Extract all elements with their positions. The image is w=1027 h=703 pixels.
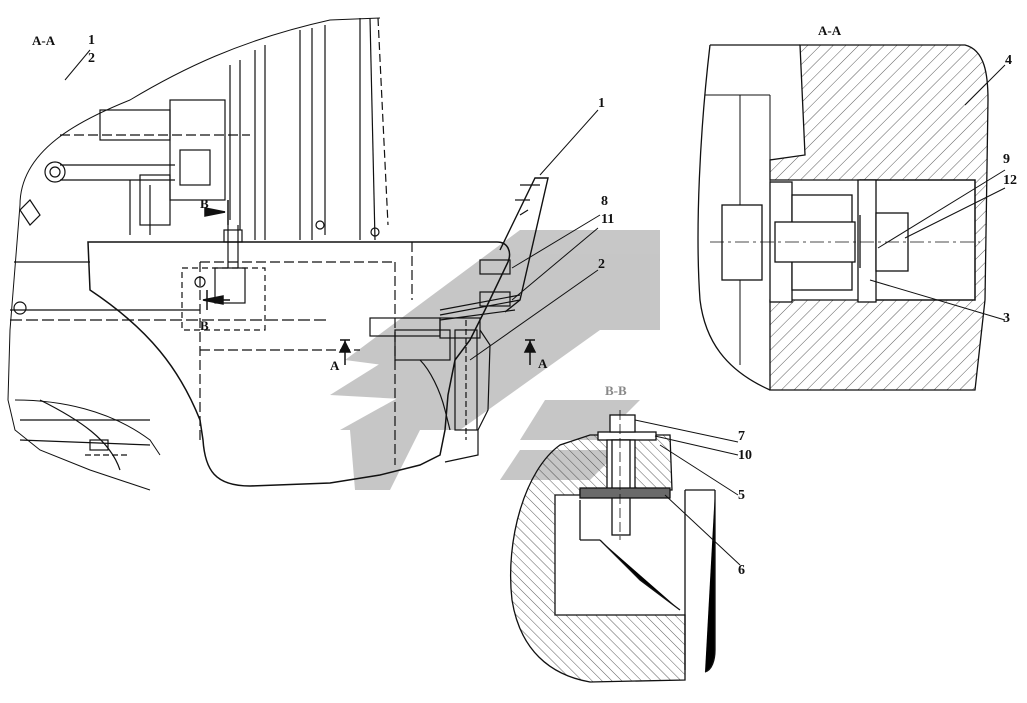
callout-6: 6 — [738, 563, 745, 578]
callout-9: 9 — [1003, 152, 1010, 167]
main-leaders — [469, 109, 601, 361]
watermark-logo — [330, 230, 660, 490]
main-view — [7, 17, 549, 491]
cut-a-left-label: A — [330, 358, 340, 373]
callout-2: 2 — [598, 257, 605, 272]
callout-7: 7 — [738, 429, 745, 444]
callout-1-top: 1 — [88, 33, 95, 48]
callout-3: 3 — [1003, 311, 1010, 326]
callout-1: 1 — [598, 96, 605, 111]
callout-2-top: 2 — [88, 51, 95, 66]
bb-leaders — [634, 419, 741, 566]
aa-section-title: A-A — [818, 23, 842, 38]
leader-top — [64, 49, 91, 81]
cut-a-right-label: A — [538, 356, 548, 371]
cut-markers — [202, 200, 537, 365]
callout-8: 8 — [601, 194, 608, 209]
cut-b-top-label: B — [200, 196, 209, 211]
callout-11: 11 — [601, 212, 614, 227]
section-bb-view — [509, 410, 716, 683]
callout-4: 4 — [1005, 53, 1012, 68]
callout-12: 12 — [1003, 173, 1017, 188]
callout-5: 5 — [738, 488, 745, 503]
section-aa-view — [697, 44, 989, 391]
cut-b-bottom-label: B — [200, 318, 209, 333]
bb-section-title: B-B — [605, 383, 627, 398]
label-topleft-section: A-A — [32, 33, 56, 48]
callout-10: 10 — [738, 448, 752, 463]
aa-leaders — [869, 64, 1006, 321]
